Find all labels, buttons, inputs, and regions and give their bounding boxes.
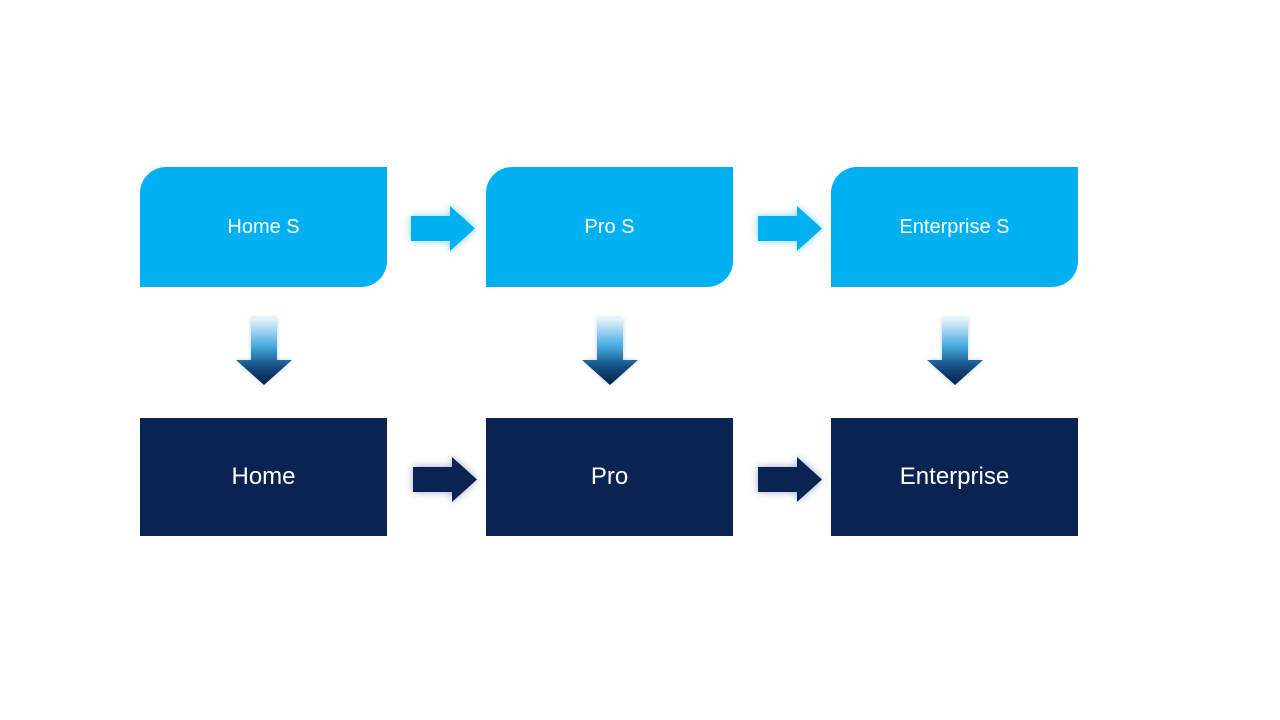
box-enterprise-label: Enterprise [899,462,1010,490]
box-enterprise: Enterprise [831,418,1078,536]
arrow-right-icon [411,206,475,251]
box-enterprise-s-label: Enterprise S [899,216,1010,238]
arrow-down-icon [927,318,983,385]
box-home-s: Home S [140,167,387,287]
box-home-s-label: Home S [227,216,300,238]
box-pro: Pro [486,418,733,536]
arrow-down-icon [236,318,292,385]
box-enterprise-s: Enterprise S [831,167,1078,287]
arrow-right-icon [758,457,822,502]
box-pro-s: Pro S [486,167,733,287]
box-home: Home [140,418,387,536]
box-pro-label: Pro [590,462,629,490]
box-home-label: Home [231,462,296,490]
box-pro-s-label: Pro S [584,216,635,238]
arrow-right-icon [413,457,477,502]
arrow-down-icon [582,318,638,385]
arrow-right-icon [758,206,822,251]
